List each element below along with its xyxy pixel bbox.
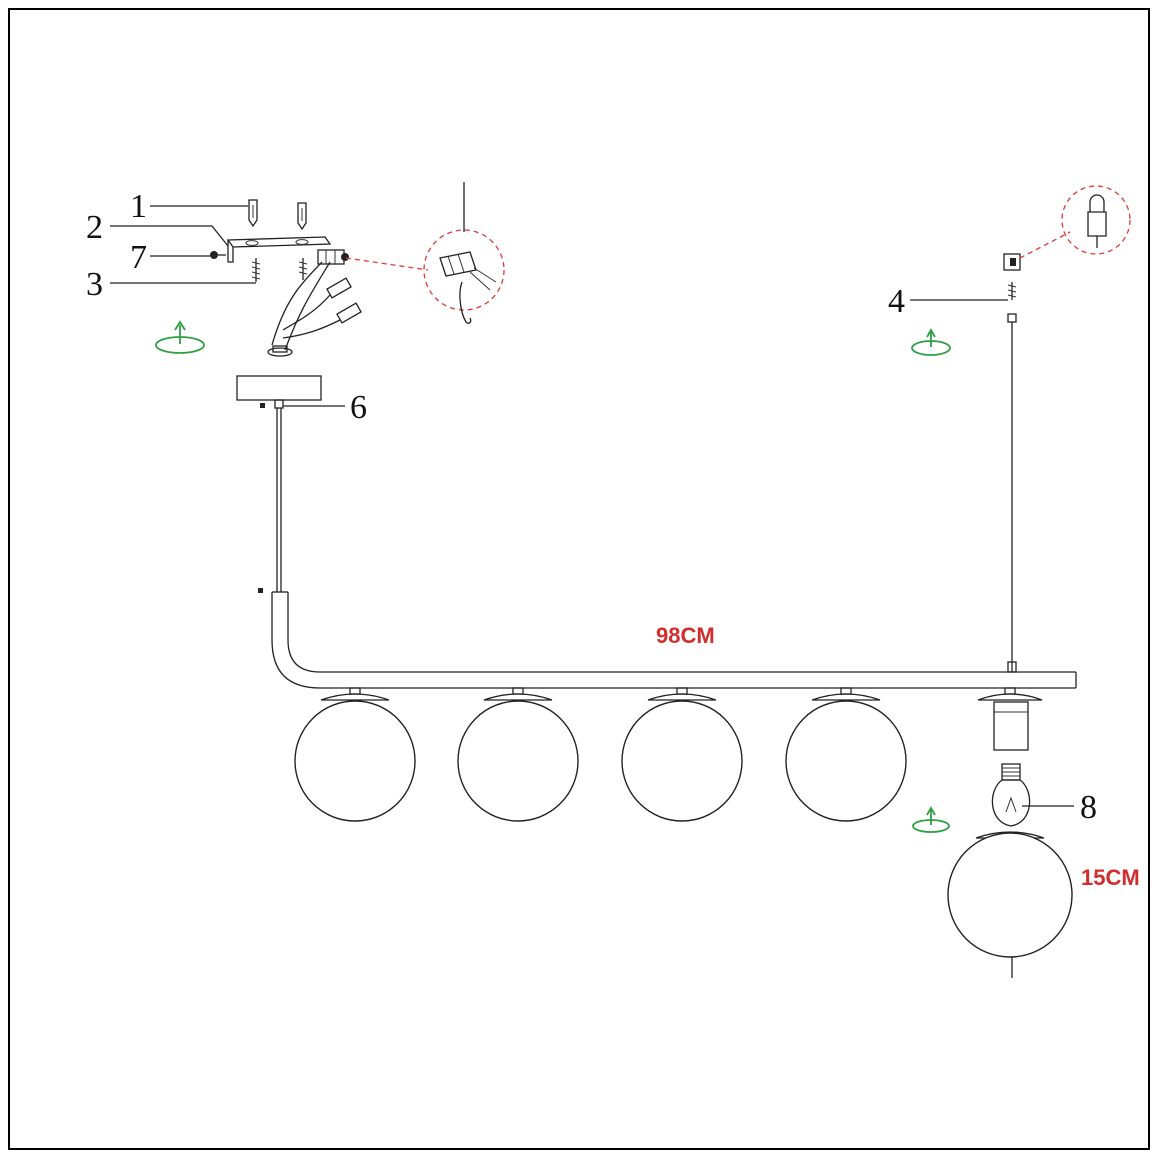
length-dimension: 98CM [656,623,715,648]
globe-shade [457,687,579,822]
mounting-bracket-icon [226,236,332,263]
globe-shade [294,687,416,822]
short-screw-icon [210,251,226,259]
terminal-detail-callout [345,182,505,324]
leader-lines [110,205,1074,807]
globe-row [294,687,907,822]
wire-connector-icon [326,277,362,324]
globe-diameter-dimension: 15CM [1081,865,1140,890]
mounting-bracket-group [210,199,362,357]
lamp-holder-icon [977,687,1043,751]
hook-detail-callout [1019,185,1131,259]
globe-shade [785,687,907,822]
ceiling-canopy-icon [236,375,322,409]
callout-2: 2 [86,209,103,246]
globe-shade [621,687,743,822]
light-bulb-icon [991,763,1031,827]
ceiling-hook-group [1003,253,1021,673]
screw-icon [298,258,308,280]
callout-1: 1 [130,188,147,225]
terminal-block-icon [317,249,349,265]
wall-plug-icon [248,199,258,228]
rotate-icon [155,320,205,354]
wall-plug-icon [297,202,307,231]
suspension-rod-left [258,408,1077,689]
screw-icon [251,258,261,282]
rotate-icon [912,806,950,833]
diagram-border [8,8,1150,1150]
rotate-icon [911,328,951,356]
callout-6: 6 [350,389,367,426]
callout-8: 8 [1080,789,1097,826]
callout-4: 4 [888,283,905,320]
loose-globe-shade [947,831,1073,978]
callout-3: 3 [86,266,103,303]
callout-7: 7 [130,239,147,276]
